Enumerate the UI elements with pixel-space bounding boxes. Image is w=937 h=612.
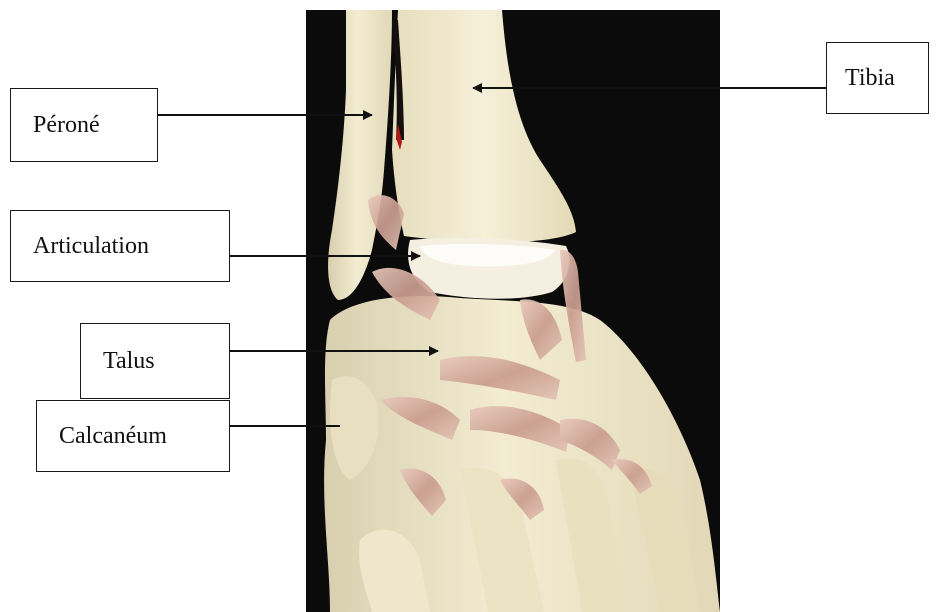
label-calcaneum: Calcanéum <box>36 400 230 472</box>
label-tibia: Tibia <box>826 42 929 114</box>
label-articulation: Articulation <box>10 210 230 282</box>
label-talus: Talus <box>80 323 230 399</box>
label-perone: Péroné <box>10 88 158 162</box>
